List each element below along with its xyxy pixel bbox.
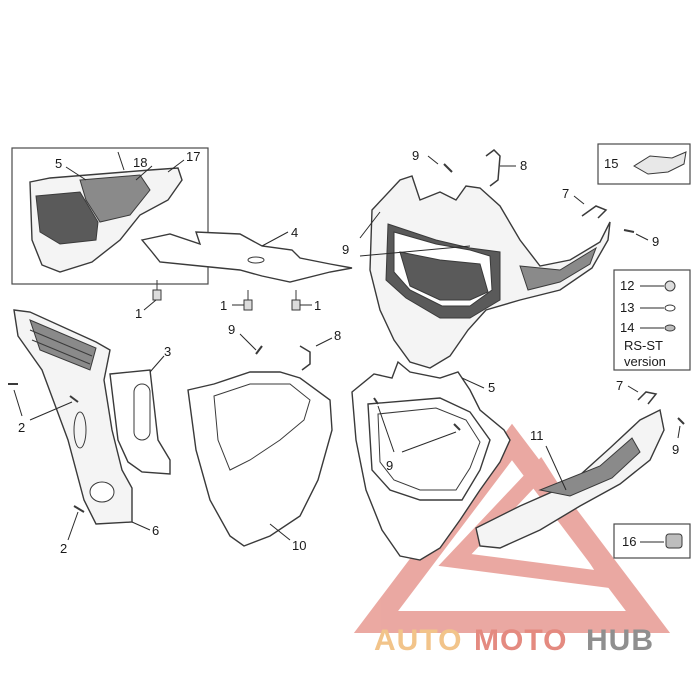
watermark-hub: HUB: [586, 624, 654, 657]
screw-icon: [69, 395, 79, 403]
callout-9: 9: [412, 148, 419, 163]
callout-9: 9: [672, 442, 679, 457]
screw-icon: [373, 397, 379, 405]
screw-icon: [677, 417, 685, 425]
support-plate: [140, 231, 353, 283]
callout-11: 11: [530, 428, 544, 443]
watermark-auto: AUTO: [374, 624, 462, 657]
callout-2: 2: [18, 420, 25, 435]
side-panel-grille: [29, 319, 97, 371]
screw-icon: [623, 229, 635, 233]
callout-6: 6: [152, 523, 159, 538]
screw-icon: [291, 290, 301, 311]
callout-4: 4: [291, 225, 298, 240]
callout-18: 18: [133, 155, 147, 170]
screw-icon: [255, 345, 263, 355]
callout-7: 7: [562, 186, 569, 201]
box-part-16: 16: [613, 523, 691, 559]
callout-10: 10: [292, 538, 306, 553]
watermark-text: AUTO MOTO HUB: [374, 624, 654, 657]
inset-screw: [117, 151, 125, 171]
belly-pan-fairing: 9 9 8 7 9: [342, 148, 659, 369]
screw-icon: [243, 290, 253, 311]
callout-12: 12: [620, 278, 634, 293]
bracket-icon: [637, 391, 658, 405]
fairing-right-panel: [519, 246, 597, 291]
inset-fairing-panel: [79, 174, 151, 223]
callout-1: 1: [220, 298, 227, 313]
callout-2: 2: [60, 541, 67, 556]
callout-1: 1: [135, 306, 142, 321]
support-plate-part-4: 4 1 1 1: [135, 225, 353, 321]
callout-9: 9: [228, 322, 235, 337]
callout-1: 1: [314, 298, 321, 313]
inset-fairing-opening: [35, 191, 99, 245]
grommet-icon: [664, 324, 676, 332]
spoiler-part-11: 11 7 9: [475, 378, 685, 549]
callout-9: 9: [386, 458, 393, 473]
callout-13: 13: [620, 300, 634, 315]
screw-icon: [73, 505, 85, 513]
inset-lower-fairing-variant: 5 18 17: [11, 147, 209, 285]
spoiler-inner: [538, 437, 641, 497]
callout-7: 7: [616, 378, 623, 393]
watermark-moto: MOTO: [474, 624, 567, 657]
panel-part-3: 3: [109, 344, 171, 475]
callout-17: 17: [186, 149, 200, 164]
bracket-icon: [299, 345, 311, 371]
screw-icon: [453, 423, 461, 431]
version-label-line2: version: [624, 354, 666, 369]
rivet-icon: [664, 280, 676, 292]
callout-5: 5: [55, 156, 62, 171]
callout-14: 14: [620, 320, 634, 335]
callout-16: 16: [622, 534, 636, 549]
rubber-mount-icon: [665, 533, 683, 549]
inner-liner-part-10: 10 9 8: [187, 322, 341, 553]
side-panel: [13, 309, 133, 525]
callout-15: 15: [604, 156, 618, 171]
screw-icon: [152, 280, 162, 301]
washer-icon: [664, 304, 676, 312]
callout-5: 5: [488, 380, 495, 395]
box-rs-st-frame: [613, 269, 691, 371]
callout-9: 9: [652, 234, 659, 249]
bracket-icon: [581, 205, 608, 219]
callout-3: 3: [164, 344, 171, 359]
box-part-15: 15: [597, 143, 691, 185]
version-label-line1: RS-ST: [624, 338, 663, 353]
callout-8: 8: [520, 158, 527, 173]
callout-8: 8: [334, 328, 341, 343]
lower-fairing-part-5: 9 5: [351, 360, 511, 561]
small-panel: [109, 369, 171, 475]
screw-icon: [443, 163, 453, 173]
callout-9: 9: [342, 242, 349, 257]
side-panel-part-6: 6 2 2: [8, 309, 159, 556]
bracket-icon: [485, 149, 501, 187]
clip-icon: [633, 151, 687, 175]
box-rs-st-version: 12 13 14 RS-ST version: [613, 269, 691, 371]
